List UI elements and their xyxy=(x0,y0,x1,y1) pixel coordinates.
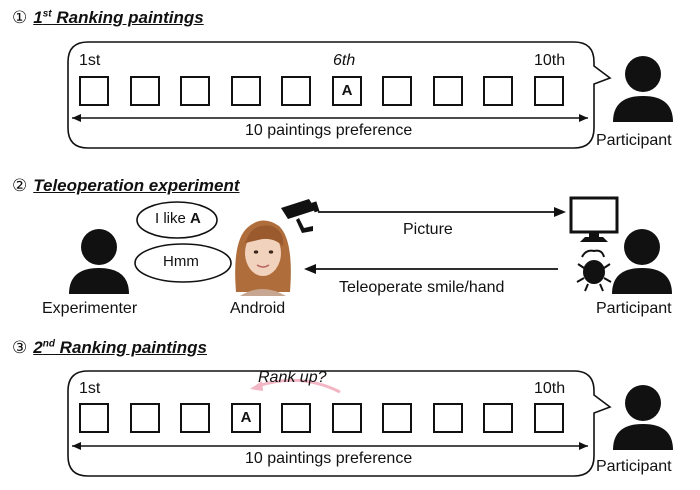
section-title-1-main: 1 xyxy=(33,8,43,27)
painting-slot xyxy=(382,76,412,106)
monitor-icon xyxy=(569,196,619,242)
rank2-label-first: 1st xyxy=(79,380,101,397)
participant-icon-bottom xyxy=(613,385,673,450)
speech-bubble-top xyxy=(67,41,612,149)
preference-label-top: 10 paintings preference xyxy=(245,122,413,139)
painting-slot xyxy=(231,76,261,106)
experimenter-icon xyxy=(69,229,129,294)
participant-label-bottom: Participant xyxy=(596,458,672,475)
section-title-3-rest: Ranking paintings xyxy=(54,338,207,357)
picture-label: Picture xyxy=(403,221,453,238)
rank-up-label: Rank up? xyxy=(258,369,327,386)
painting-slot xyxy=(483,403,513,433)
painting-slot xyxy=(281,403,311,433)
section-title-1-sup: st xyxy=(42,8,52,20)
security-camera-icon xyxy=(281,199,320,233)
teleoperate-arrow xyxy=(304,264,558,274)
painting-slot-a: A xyxy=(231,403,261,433)
participant-icon-middle xyxy=(612,229,672,294)
participant-icon-top xyxy=(613,56,673,122)
participant-label-middle: Participant xyxy=(596,300,672,317)
rank-label-first: 1st xyxy=(79,52,101,69)
painting-slot xyxy=(180,403,210,433)
painting-slot xyxy=(79,403,109,433)
section-number-1: ① xyxy=(12,8,28,27)
speech-bubble-bottom xyxy=(67,370,612,477)
experimenter-label: Experimenter xyxy=(42,300,138,317)
bubble-hmm: Hmm xyxy=(163,253,199,270)
rank-label-sixth: 6th xyxy=(333,52,356,69)
painting-slot xyxy=(332,403,362,433)
android-photo xyxy=(235,220,291,296)
bubble-i-like-a: I like A xyxy=(155,210,201,227)
section-title-3-main: 2 xyxy=(33,338,43,357)
participant-label-top: Participant xyxy=(596,132,672,149)
robot-hand-icon xyxy=(576,249,612,292)
painting-slot xyxy=(79,76,109,106)
preference-label-bottom: 10 paintings preference xyxy=(245,450,413,467)
bubble-letter-a: A xyxy=(190,210,201,227)
painting-slot xyxy=(534,76,564,106)
painting-slot xyxy=(130,403,160,433)
painting-slot xyxy=(382,403,412,433)
section-title-1-rest: Ranking paintings xyxy=(51,8,204,27)
painting-slot xyxy=(433,76,463,106)
painting-slot-a: A xyxy=(332,76,362,106)
section-title-3-sup: nd xyxy=(42,338,55,350)
section-number-3: ③ xyxy=(12,338,28,357)
preference-arrow-bottom xyxy=(72,442,588,450)
speech-ellipse-i-like-a xyxy=(136,201,218,239)
painting-slot xyxy=(281,76,311,106)
rank-up-arrow xyxy=(257,378,341,394)
android-label: Android xyxy=(230,300,286,317)
teleoperate-label: Teleoperate smile/hand xyxy=(339,279,505,296)
painting-slot xyxy=(483,76,513,106)
painting-slot xyxy=(534,403,564,433)
painting-slot xyxy=(433,403,463,433)
painting-slot xyxy=(180,76,210,106)
bubble-i-like-text: I like xyxy=(155,210,191,227)
rank2-label-last: 10th xyxy=(534,380,566,397)
rank-label-last: 10th xyxy=(534,52,566,69)
section-title-2-text: Teleoperation experiment xyxy=(33,176,240,195)
section-title-2: ② Teleoperation experiment xyxy=(12,176,240,196)
section-number-2: ② xyxy=(12,176,28,195)
speech-ellipse-hmm xyxy=(134,243,232,283)
preference-arrow-top xyxy=(72,114,588,122)
picture-arrow xyxy=(318,207,566,217)
painting-slot xyxy=(130,76,160,106)
